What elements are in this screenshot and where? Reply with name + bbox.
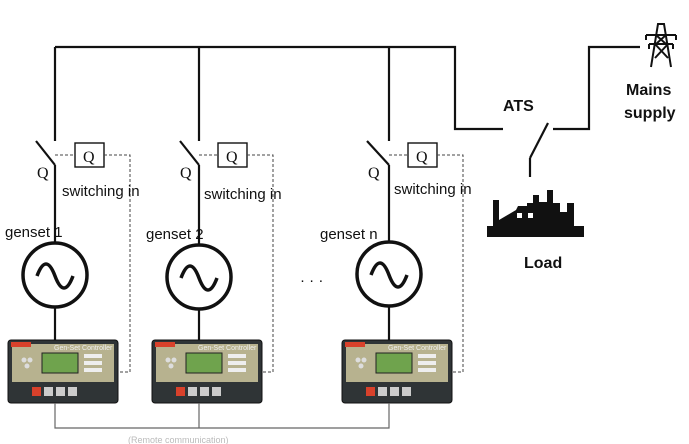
breaker-box-1 bbox=[74, 142, 105, 168]
breaker-box-n bbox=[407, 142, 438, 168]
genset-name-2: genset 2 bbox=[146, 226, 204, 243]
ellipsis-label: · · · bbox=[300, 272, 323, 289]
control-dashed-line-n bbox=[437, 154, 464, 373]
bottom-caption: (Remote communication) bbox=[128, 435, 229, 444]
transmission-tower-icon bbox=[645, 23, 677, 68]
genset-group-2: Q Q switching in genset 2 bbox=[146, 140, 282, 373]
controller-1: Gen-Set Controller bbox=[7, 339, 119, 404]
switch-blade-2 bbox=[179, 140, 200, 166]
ats-to-mains-line bbox=[553, 45, 640, 131]
switch-label-1: Q bbox=[37, 165, 49, 182]
breaker-label-1: Q bbox=[83, 149, 95, 166]
controller-n: Gen-Set Controller bbox=[341, 339, 453, 404]
switching-label-n: switching in bbox=[394, 181, 472, 198]
main-bus-line bbox=[55, 45, 503, 131]
controller-caption-1: Gen-Set Controller bbox=[54, 345, 113, 352]
switch-blade-1 bbox=[35, 140, 56, 166]
factory-icon bbox=[487, 190, 584, 237]
control-dashed-line-1 bbox=[104, 154, 131, 373]
breaker-box-2 bbox=[217, 142, 248, 168]
ac-sine-icon bbox=[369, 261, 409, 289]
switch-label-n: Q bbox=[368, 165, 380, 182]
genset-group-1: Q Q switching in genset 1 bbox=[5, 140, 140, 373]
genset-group-n: Q Q switching in genset n bbox=[320, 140, 472, 373]
ac-sine-icon bbox=[179, 264, 219, 292]
controller-caption-n: Gen-Set Controller bbox=[388, 345, 447, 352]
switch-label-2: Q bbox=[180, 165, 192, 182]
ats-label: ATS bbox=[503, 98, 534, 115]
ac-sine-icon bbox=[35, 262, 75, 290]
mains-label-line1: Mains bbox=[626, 82, 671, 99]
breaker-label-2: Q bbox=[226, 149, 238, 166]
ats-blade bbox=[529, 122, 549, 159]
communication-bus-line bbox=[54, 403, 390, 429]
breaker-label-n: Q bbox=[416, 149, 428, 166]
genset-name-1: genset 1 bbox=[5, 224, 63, 241]
switching-label-1: switching in bbox=[62, 183, 140, 200]
control-dashed-line-2 bbox=[247, 154, 274, 373]
controller-caption-2: Gen-Set Controller bbox=[198, 345, 257, 352]
mains-label-line2: supply bbox=[624, 105, 676, 122]
switching-label-2: switching in bbox=[204, 186, 282, 203]
controller-2: Gen-Set Controller bbox=[151, 339, 263, 404]
switch-blade-n bbox=[366, 140, 390, 166]
load-label: Load bbox=[524, 255, 562, 272]
genset-name-n: genset n bbox=[320, 226, 378, 243]
